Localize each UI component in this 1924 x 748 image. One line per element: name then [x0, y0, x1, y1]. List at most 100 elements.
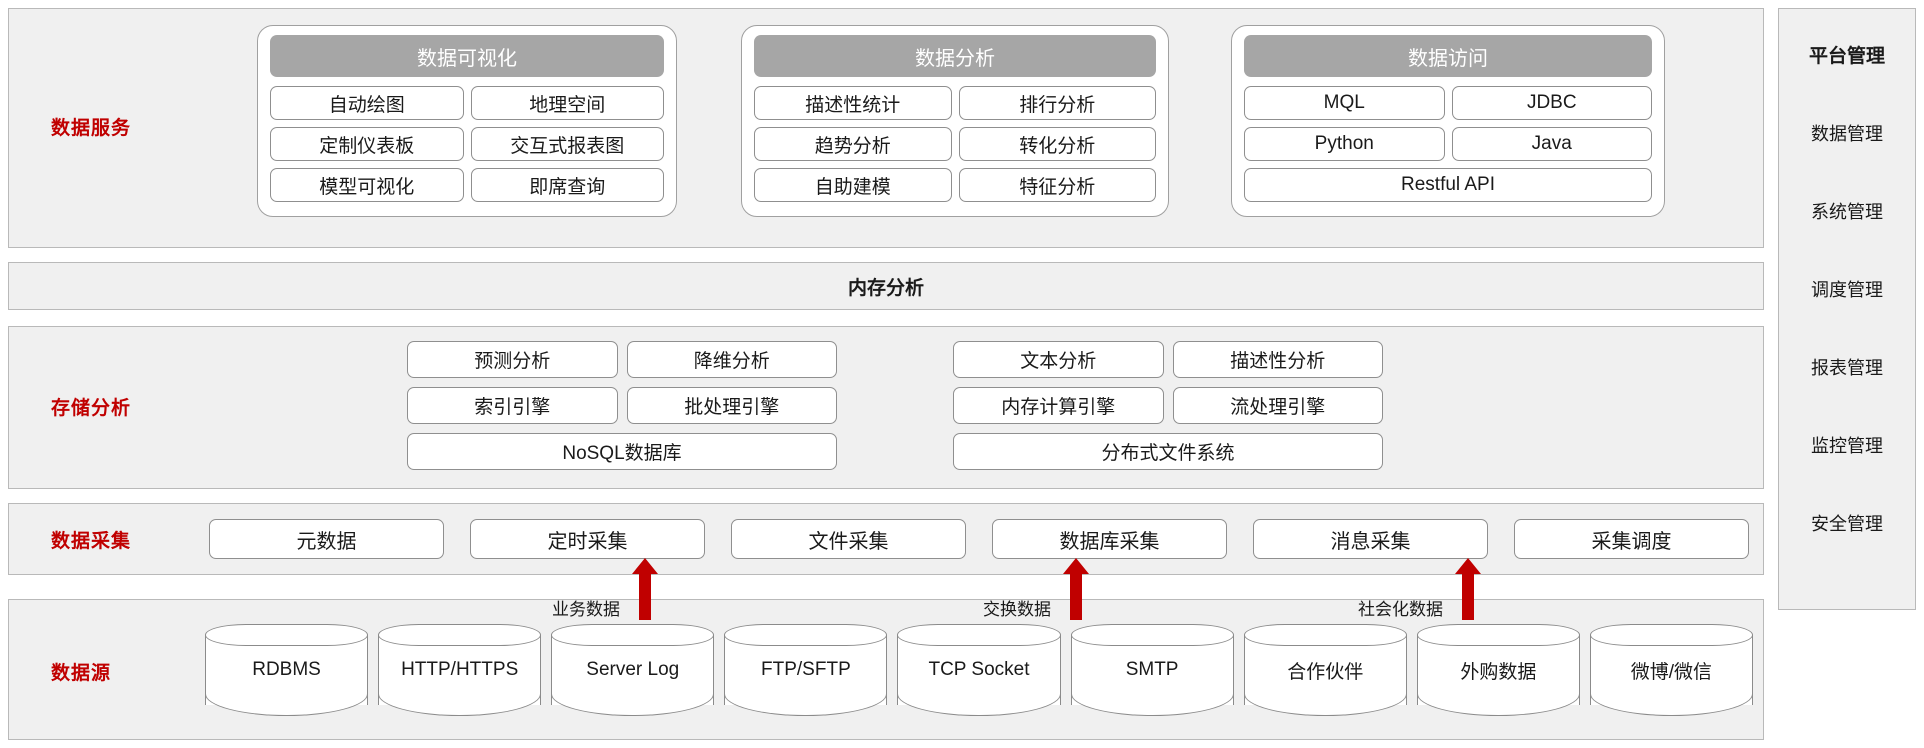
pill-message-collect[interactable]: 消息采集 [1253, 519, 1488, 559]
row-label-data-source: 数据源 [51, 663, 112, 684]
source-cylinders: RDBMS HTTP/HTTPS Server Log FTP/SFTP [205, 624, 1753, 716]
storage-left-row-2: 索引引擎 批处理引擎 [407, 387, 837, 424]
card-header-data-visualization: 数据可视化 [270, 35, 664, 77]
pill-metadata[interactable]: 元数据 [209, 519, 444, 559]
pill-dimension-reduction[interactable]: 降维分析 [626, 341, 837, 378]
storage-left-row-1: 预测分析 降维分析 [407, 341, 837, 378]
pill-model-visualization[interactable]: 模型可视化 [270, 168, 464, 202]
pill-custom-dashboard[interactable]: 定制仪表板 [270, 127, 464, 161]
sidebar-title: 平台管理 [1808, 46, 1885, 67]
storage-left-row-3: NoSQL数据库 [407, 433, 837, 470]
cylinder-label: TCP Socket [928, 659, 1030, 680]
cylinder-label: 外购数据 [1460, 661, 1537, 683]
sidebar-item-security-management[interactable]: 安全管理 [1811, 514, 1883, 534]
cylinder-top [1243, 624, 1407, 646]
cylinder-server-log[interactable]: Server Log [551, 624, 715, 716]
pill-nosql-database[interactable]: NoSQL数据库 [407, 433, 837, 470]
pill-trend-analysis[interactable]: 趋势分析 [754, 127, 952, 161]
pill-java[interactable]: Java [1451, 127, 1652, 161]
cylinder-top [1070, 624, 1234, 646]
pill-auto-chart[interactable]: 自动绘图 [270, 86, 464, 120]
pill-predictive-analysis[interactable]: 预测分析 [407, 341, 618, 378]
sidebar-item-schedule-management[interactable]: 调度管理 [1811, 280, 1883, 300]
pill-mql[interactable]: MQL [1244, 86, 1445, 120]
cylinder-label: HTTP/HTTPS [401, 659, 519, 680]
cylinder-top [724, 624, 888, 646]
up-arrow-icon-exchange-data [1063, 558, 1089, 620]
band-storage-analysis: 存储分析 预测分析 降维分析 索引引擎 批处理引擎 NoSQL数据库 文本分析 … [8, 326, 1764, 489]
sidebar-item-monitor-management[interactable]: 监控管理 [1811, 436, 1883, 456]
card-header-data-access: 数据访问 [1244, 35, 1652, 77]
card-data-analysis: 数据分析 描述性统计 排行分析 趋势分析 转化分析 自助建模 特征分析 [741, 25, 1169, 217]
pill-python[interactable]: Python [1244, 127, 1445, 161]
cylinder-top [378, 624, 542, 646]
pill-database-collect[interactable]: 数据库采集 [992, 519, 1227, 559]
arrow-label-business-data: 业务数据 [552, 600, 620, 619]
pill-ranking-analysis[interactable]: 排行分析 [958, 86, 1156, 120]
cylinder-purchased-data[interactable]: 外购数据 [1416, 624, 1580, 716]
cylinder-top [205, 624, 369, 646]
sidebar-item-system-management[interactable]: 系统管理 [1811, 202, 1883, 222]
pill-feature-analysis[interactable]: 特征分析 [958, 168, 1156, 202]
arrow-label-exchange-data: 交换数据 [983, 600, 1051, 619]
row-label-data-service: 数据服务 [51, 118, 132, 139]
cylinder-http-https[interactable]: HTTP/HTTPS [378, 624, 542, 716]
cylinder-label: RDBMS [252, 659, 321, 680]
storage-right-row-2: 内存计算引擎 流处理引擎 [953, 387, 1383, 424]
storage-cluster-left: 预测分析 降维分析 索引引擎 批处理引擎 NoSQL数据库 [407, 341, 837, 479]
pill-jdbc[interactable]: JDBC [1451, 86, 1652, 120]
pill-file-collect[interactable]: 文件采集 [731, 519, 966, 559]
band-data-collection: 数据采集 元数据 定时采集 文件采集 数据库采集 消息采集 采集调度 [8, 503, 1764, 575]
card-items-data-analysis: 描述性统计 排行分析 趋势分析 转化分析 自助建模 特征分析 [754, 86, 1156, 202]
up-arrow-icon-business-data [632, 558, 658, 620]
card-data-access: 数据访问 MQL JDBC Python Java Restful API [1231, 25, 1665, 217]
pill-descriptive-statistics[interactable]: 描述性统计 [754, 86, 952, 120]
cylinder-top [897, 624, 1061, 646]
sidebar-item-data-management[interactable]: 数据管理 [1811, 124, 1883, 144]
pill-descriptive-analysis[interactable]: 描述性分析 [1172, 341, 1383, 378]
pill-distributed-file-system[interactable]: 分布式文件系统 [953, 433, 1383, 470]
pill-adhoc-query[interactable]: 即席查询 [470, 168, 664, 202]
sidebar-platform-management: 平台管理 数据管理 系统管理 调度管理 报表管理 监控管理 安全管理 [1778, 8, 1916, 610]
pill-conversion-analysis[interactable]: 转化分析 [958, 127, 1156, 161]
collection-items: 元数据 定时采集 文件采集 数据库采集 消息采集 采集调度 [209, 519, 1749, 559]
storage-right-row-1: 文本分析 描述性分析 [953, 341, 1383, 378]
band-memory-analysis: 内存分析 [8, 262, 1764, 310]
pill-in-memory-compute-engine[interactable]: 内存计算引擎 [953, 387, 1164, 424]
cylinder-smtp[interactable]: SMTP [1070, 624, 1234, 716]
row-label-storage-analysis: 存储分析 [51, 398, 132, 419]
pill-batch-engine[interactable]: 批处理引擎 [626, 387, 837, 424]
pill-self-service-modeling[interactable]: 自助建模 [754, 168, 952, 202]
cylinder-top [1416, 624, 1580, 646]
card-items-data-visualization: 自动绘图 地理空间 定制仪表板 交互式报表图 模型可视化 即席查询 [270, 86, 664, 202]
card-header-data-analysis: 数据分析 [754, 35, 1156, 77]
pill-restful-api[interactable]: Restful API [1244, 168, 1652, 202]
cylinder-label: 微博/微信 [1630, 661, 1713, 683]
cylinder-top [551, 624, 715, 646]
band-data-source: 数据源 RDBMS HTTP/HTTPS Server Log [8, 599, 1764, 740]
card-data-visualization: 数据可视化 自动绘图 地理空间 定制仪表板 交互式报表图 模型可视化 即席查询 [257, 25, 677, 217]
pill-scheduled-collect[interactable]: 定时采集 [470, 519, 705, 559]
cylinder-label: SMTP [1125, 659, 1179, 680]
row-label-data-collection: 数据采集 [51, 531, 132, 552]
pill-collect-schedule[interactable]: 采集调度 [1514, 519, 1749, 559]
pill-geospatial[interactable]: 地理空间 [470, 86, 664, 120]
cylinder-top [1589, 624, 1753, 646]
pill-interactive-report[interactable]: 交互式报表图 [470, 127, 664, 161]
memory-analysis-title: 内存分析 [847, 277, 924, 299]
cylinder-label: Server Log [586, 659, 680, 680]
cylinder-rdbms[interactable]: RDBMS [205, 624, 369, 716]
storage-right-row-3: 分布式文件系统 [953, 433, 1383, 470]
cylinder-ftp-sftp[interactable]: FTP/SFTP [724, 624, 888, 716]
cylinder-tcp-socket[interactable]: TCP Socket [897, 624, 1061, 716]
pill-index-engine[interactable]: 索引引擎 [407, 387, 618, 424]
up-arrow-icon-social-data [1455, 558, 1481, 620]
pill-stream-engine[interactable]: 流处理引擎 [1172, 387, 1383, 424]
cylinder-partner[interactable]: 合作伙伴 [1243, 624, 1407, 716]
pill-text-analysis[interactable]: 文本分析 [953, 341, 1164, 378]
arrow-label-social-data: 社会化数据 [1358, 600, 1443, 619]
cylinder-weibo-wechat[interactable]: 微博/微信 [1589, 624, 1753, 716]
sidebar-item-report-management[interactable]: 报表管理 [1811, 358, 1883, 378]
card-items-data-access: MQL JDBC Python Java Restful API [1244, 86, 1652, 202]
